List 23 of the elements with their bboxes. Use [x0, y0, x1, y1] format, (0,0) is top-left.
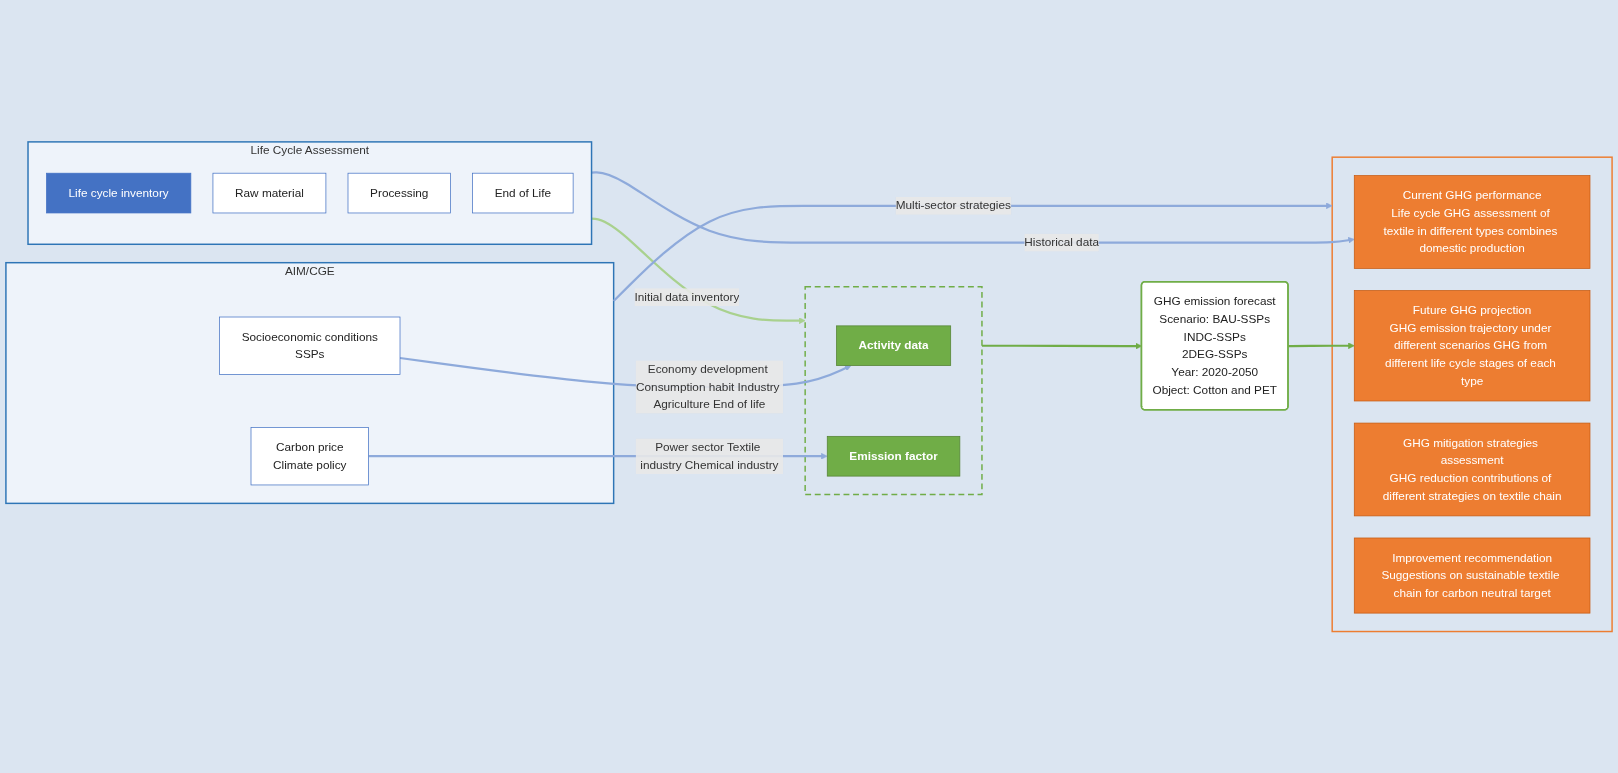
edge-label: Multi-sector strategies — [895, 198, 1011, 212]
node-box: Current GHG performance Life cycle GHG assessment of textile in different types combines domestic production — [1353, 175, 1591, 269]
node-box: Socioeconomic conditions SSPs — [219, 316, 401, 375]
node-box: Processing — [347, 172, 451, 214]
cluster — [804, 285, 983, 496]
node-box: Carbon price Climate policy — [250, 426, 369, 486]
node-box: Improvement recommendation Suggestions on sustainable textile chain for carbon neutral target — [1353, 537, 1591, 614]
node-box: End of Life — [472, 172, 574, 214]
node-box: Raw material — [212, 172, 327, 214]
node-box: Emission factor — [826, 435, 961, 477]
arrow — [1288, 342, 1355, 349]
node-box: Activity data — [836, 325, 952, 366]
arrow — [591, 171, 1355, 244]
edge-label: Initial data inventory — [634, 290, 740, 303]
cluster — [1331, 156, 1613, 633]
edge-label: Historical data — [1024, 235, 1100, 249]
arrow — [612, 202, 1333, 302]
edge-label: Power sector Textile industry Chemical industry — [640, 440, 779, 471]
edge-label: Economy development Consumption habit Industry Agriculture End of life — [636, 362, 780, 411]
node-box: Future GHG projection GHG emission trajectory under different scenarios GHG from different life cycle stages of each type — [1353, 289, 1591, 402]
node-box: Life cycle inventory — [46, 172, 192, 214]
node-box: GHG mitigation strategies assessment GHG reduction contributions of different strategies on textile chain — [1353, 422, 1591, 517]
arrow — [591, 217, 806, 324]
